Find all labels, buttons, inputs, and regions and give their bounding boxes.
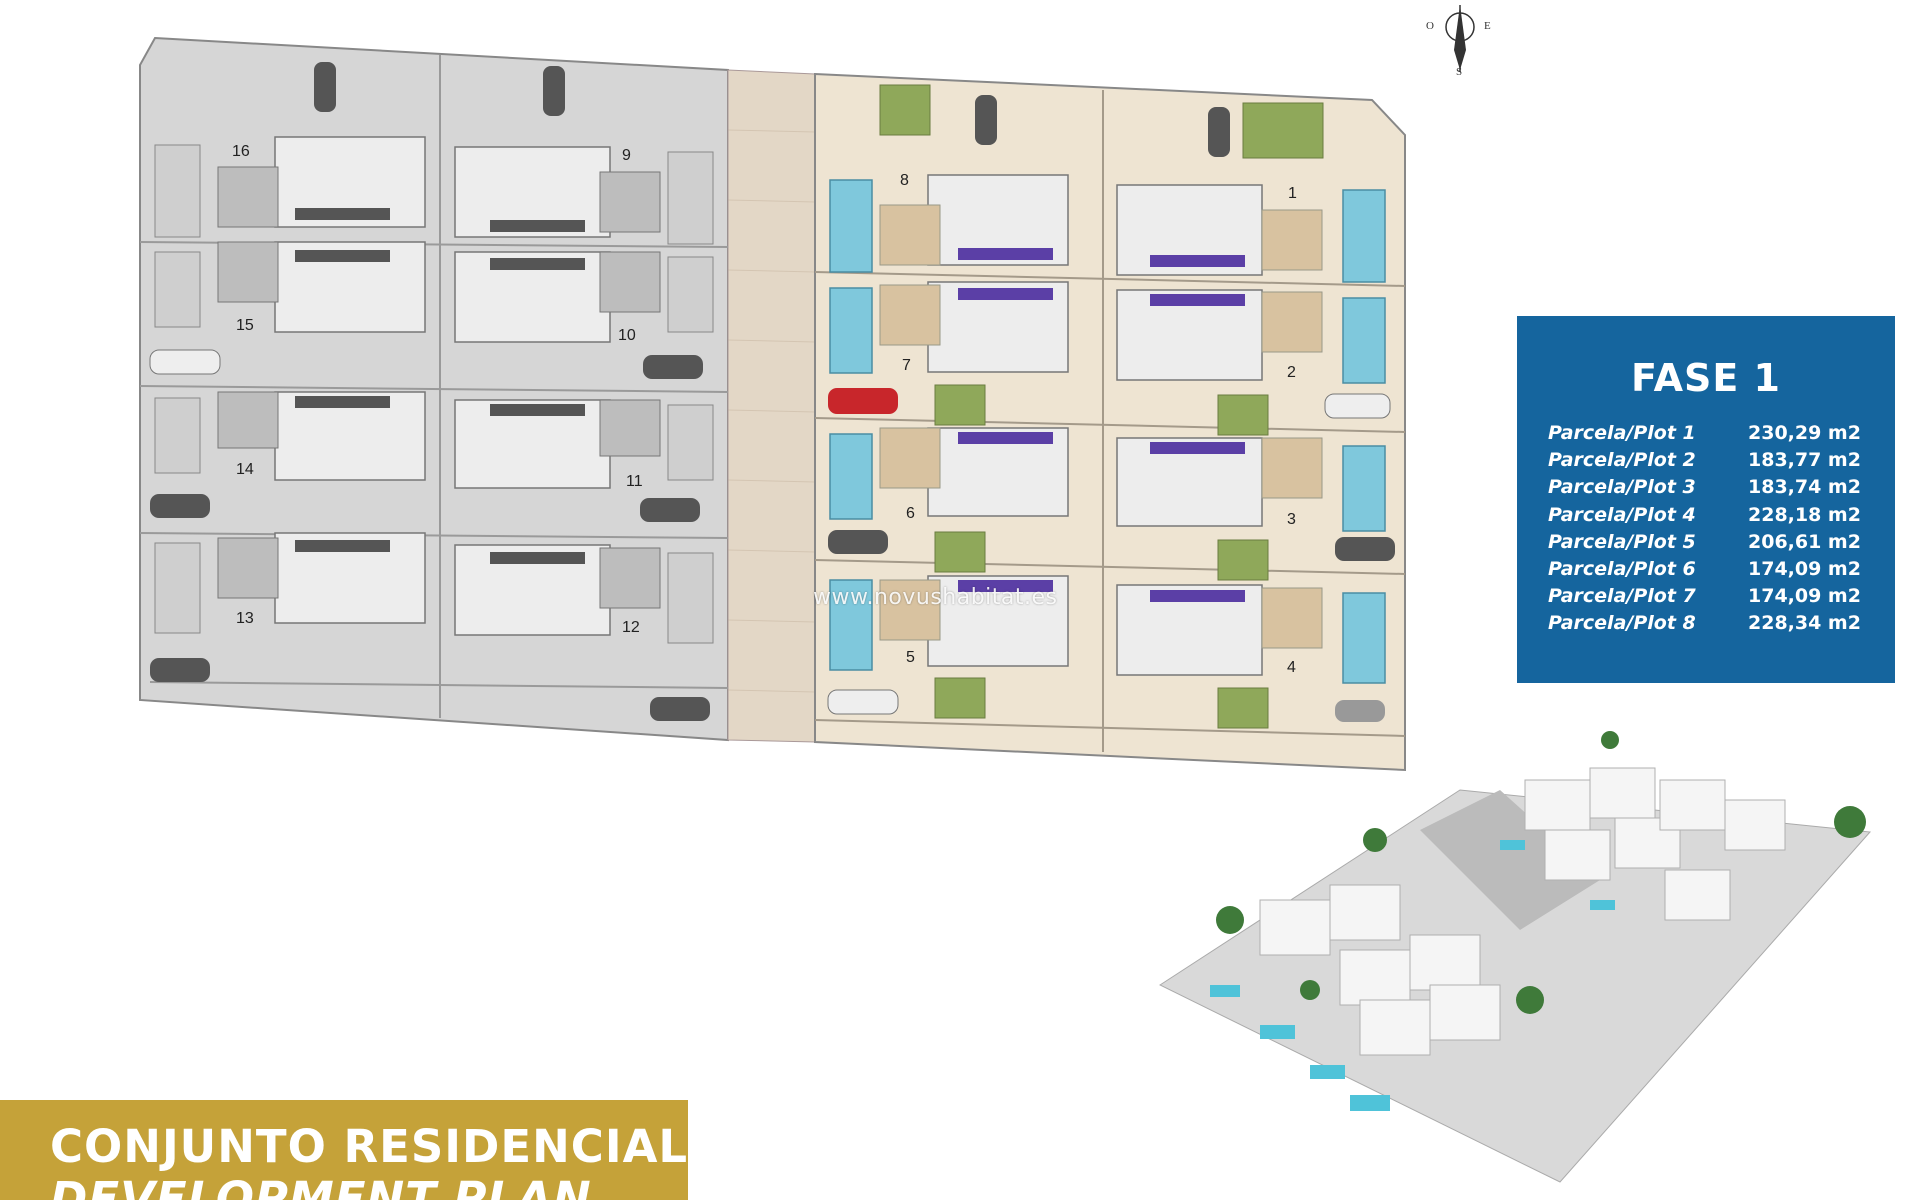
plot-number-10: 10 — [618, 327, 636, 344]
plot-label: Parcela/Plot 8 — [1548, 612, 1696, 634]
phase-info-panel: FASE 1 Parcela/Plot 1 230,29 m2 Parcela/… — [1517, 316, 1895, 683]
plot-label: Parcela/Plot 5 — [1548, 531, 1696, 553]
plot-area: 206,61 m2 — [1748, 531, 1861, 553]
phase2-gravel-patches — [154, 144, 714, 644]
plot-area: 174,09 m2 — [1748, 558, 1861, 580]
phase1-solar-panels — [958, 248, 1245, 602]
paved-alley — [727, 69, 816, 743]
phase2-terraces — [217, 166, 661, 609]
plot-number-16: 16 — [232, 143, 250, 160]
plot-number-3: 3 — [1287, 511, 1296, 528]
plot-label: Parcela/Plot 2 — [1548, 449, 1696, 471]
phase1-garden-beds — [879, 84, 1324, 729]
plot-number-15: 15 — [236, 317, 254, 334]
plot-area: 183,77 m2 — [1748, 449, 1861, 471]
plot-row: Parcela/Plot 5 206,61 m2 — [1548, 531, 1868, 557]
plot-number-5: 5 — [906, 649, 915, 666]
watermark: www.novushabitat.es — [813, 585, 1058, 610]
parked-cars — [149, 62, 1395, 722]
plot-row: Parcela/Plot 7 174,09 m2 — [1548, 585, 1868, 611]
plot-label: Parcela/Plot 4 — [1548, 504, 1696, 526]
plot-number-2: 2 — [1287, 364, 1296, 381]
plot-row: Parcela/Plot 4 228,18 m2 — [1548, 504, 1868, 530]
plot-area: 228,18 m2 — [1748, 504, 1861, 526]
compass-icon — [1445, 5, 1475, 72]
plot-label: Parcela/Plot 3 — [1548, 476, 1696, 498]
compass-south-label: S — [1456, 66, 1463, 78]
plot-number-9: 9 — [622, 147, 631, 164]
phase1-pools — [829, 179, 1386, 684]
plot-label: Parcela/Plot 7 — [1548, 585, 1696, 607]
compass-west-label: O — [1426, 20, 1434, 32]
phase2-solar-panels — [295, 208, 585, 564]
phase-title: FASE 1 — [1630, 356, 1781, 400]
plot-area: 228,34 m2 — [1748, 612, 1861, 634]
plot-area: 230,29 m2 — [1748, 422, 1861, 444]
compass-east-label: E — [1484, 20, 1491, 32]
plot-row: Parcela/Plot 1 230,29 m2 — [1548, 422, 1868, 448]
alley-texture — [727, 129, 816, 693]
plot-number-7: 7 — [902, 357, 911, 374]
plot-row: Parcela/Plot 3 183,74 m2 — [1548, 476, 1868, 502]
plot-row: Parcela/Plot 6 174,09 m2 — [1548, 558, 1868, 584]
plot-number-12: 12 — [622, 619, 640, 636]
phase1-terraces — [879, 204, 1323, 649]
phase1-plot-dividers — [814, 90, 1406, 752]
aerial-render-illustration — [1158, 731, 1872, 1183]
banner-line2: DEVELOPMENT PLAN — [50, 1172, 592, 1200]
plot-label: Parcela/Plot 6 — [1548, 558, 1696, 580]
plot-area: 174,09 m2 — [1748, 585, 1861, 607]
plot-number-6: 6 — [906, 505, 915, 522]
plot-row: Parcela/Plot 2 183,77 m2 — [1548, 449, 1868, 475]
plot-number-4: 4 — [1287, 659, 1296, 676]
banner-line1: CONJUNTO RESIDENCIAL — [50, 1120, 688, 1173]
plot-label: Parcela/Plot 1 — [1548, 422, 1696, 444]
plot-number-13: 13 — [236, 610, 254, 627]
plot-row: Parcela/Plot 8 228,34 m2 — [1548, 612, 1868, 638]
plot-area: 183,74 m2 — [1748, 476, 1861, 498]
plot-number-14: 14 — [236, 461, 254, 478]
plot-number-11: 11 — [626, 473, 643, 490]
plot-number-1: 1 — [1288, 185, 1297, 202]
development-banner: CONJUNTO RESIDENCIAL DEVELOPMENT PLAN — [0, 1100, 688, 1200]
plot-number-8: 8 — [900, 172, 909, 189]
